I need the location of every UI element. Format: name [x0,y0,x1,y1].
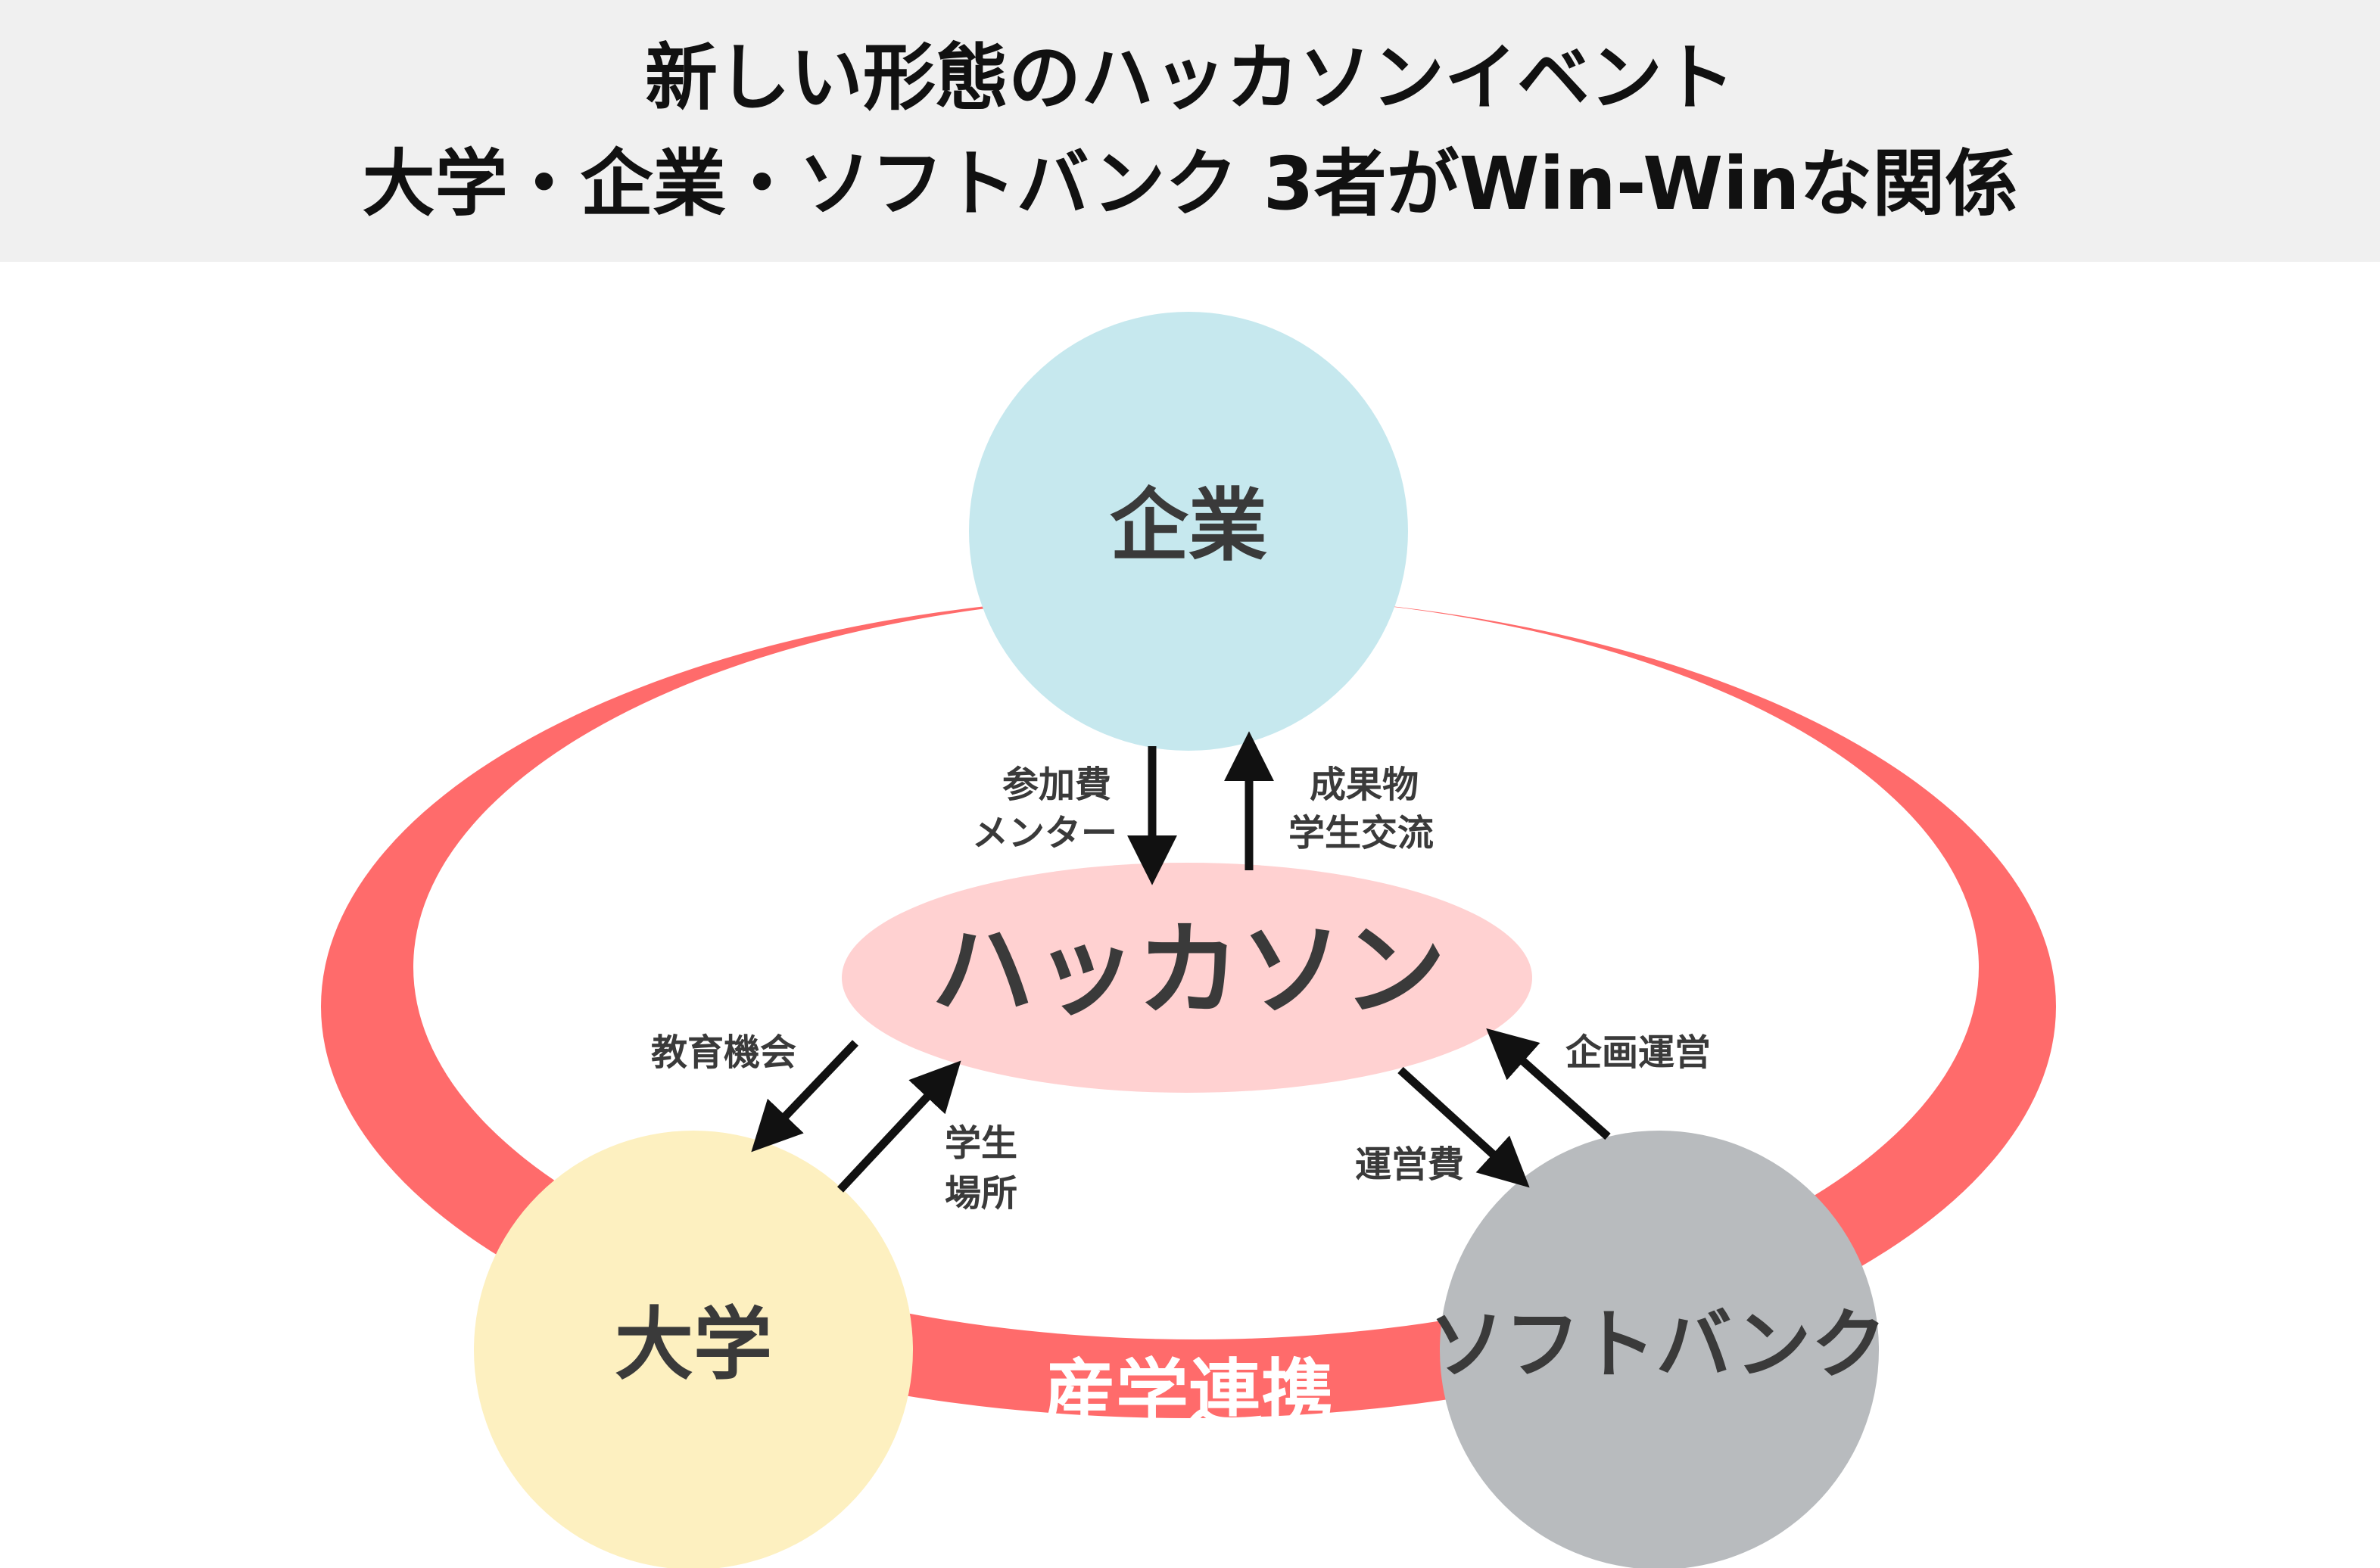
label-student-exchange: 学生交流 [1288,812,1434,854]
label-operating-cost: 運営費 [1355,1143,1464,1186]
company-label: 企業 [1110,479,1267,571]
ring-label: 産学連携 [1043,1351,1334,1436]
arrow-university-to-hackathon [836,1060,961,1193]
label-planning-operation: 企画運営 [1565,1031,1711,1074]
softbank-node: ソフトバンク [1429,1131,1887,1568]
university-node: 大学 [474,1131,913,1568]
arrow-hackathon-to-university [751,1040,858,1153]
header-banner: 新しい形態のハッカソンイベント 大学・企業・ソフトバンク 3者がWin-Winな… [0,0,2380,262]
label-participation-fee: 参加費 [1002,764,1111,806]
label-mentor: メンター [972,812,1117,854]
label-education-opportunity: 教育機会 [651,1031,796,1074]
hackathon-node: ハッカソン [842,863,1532,1093]
label-venue: 場所 [945,1172,1017,1215]
label-students: 学生 [945,1122,1017,1165]
title-line-1: 新しい形態のハッカソンイベント [645,36,1735,120]
softbank-label: ソフトバンク [1429,1300,1887,1389]
hackathon-label: ハッカソン [931,911,1446,1031]
arrow-softbank-to-hackathon [1486,1028,1611,1140]
university-label: 大学 [615,1298,772,1390]
company-node: 企業 [969,312,1408,751]
title-line-2: 大学・企業・ソフトバンク 3者がWin-Winな関係 [362,142,2018,226]
label-deliverables: 成果物 [1310,764,1419,806]
arrow-hackathon-to-softbank [1397,1066,1530,1188]
